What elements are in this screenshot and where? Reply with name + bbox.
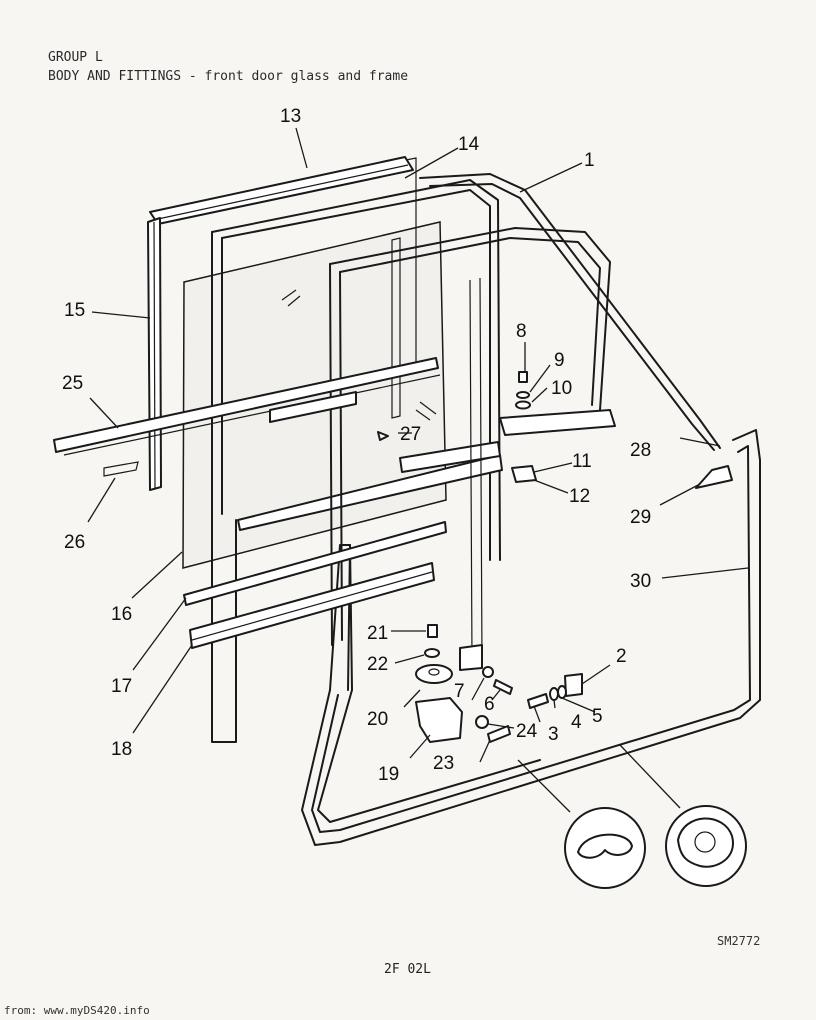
header-title: BODY AND FITTINGS - front door glass and… — [48, 69, 409, 84]
part-4-washer — [549, 687, 559, 701]
callout-3: 3 — [548, 724, 559, 745]
callout-22: 22 — [367, 654, 388, 675]
part-15-front-channel — [147, 217, 162, 491]
part-20-buffer — [415, 664, 453, 684]
callout-15: 15 — [64, 300, 85, 321]
callout-1: 1 — [584, 150, 595, 171]
callout-18: 18 — [111, 739, 132, 760]
part-21-bolt — [427, 624, 438, 638]
part-13-glass-channel — [149, 156, 414, 225]
callout-16: 16 — [111, 604, 132, 625]
part-6-bolt — [493, 679, 513, 695]
callout-30: 30 — [630, 571, 651, 592]
part-7-nut — [482, 666, 494, 678]
callout-24: 24 — [516, 721, 538, 742]
part-22-spacer — [424, 648, 440, 658]
callout-10: 10 — [551, 378, 572, 399]
callout-6: 6 — [484, 694, 495, 715]
part-2-plate — [564, 673, 583, 697]
callout-11: 11 — [572, 451, 592, 472]
callout-25: 25 — [62, 373, 83, 394]
callout-13: 13 — [280, 106, 301, 127]
part-19-bracket — [415, 697, 463, 743]
part-26-rail-end — [103, 461, 139, 477]
callout-9: 9 — [554, 350, 565, 371]
part-24-nut — [475, 715, 489, 729]
glass-reflections — [281, 289, 437, 421]
part-8-bolt — [518, 371, 528, 383]
part-27-screw — [377, 431, 389, 441]
callout-29: 29 — [630, 507, 651, 528]
part-18-lower-channel — [189, 562, 435, 649]
callout-26: 26 — [64, 532, 85, 553]
callout-4: 4 — [571, 712, 582, 733]
seal-section-detail-left — [517, 759, 646, 889]
source-watermark: from: www.myDS420.info — [4, 1004, 150, 1017]
part-3-bolt — [527, 693, 549, 709]
part-1-door-frame — [329, 173, 721, 671]
page-number: 2F 02L — [384, 962, 431, 977]
part-25-carrier-rail — [53, 357, 441, 456]
callout-17: 17 — [111, 676, 132, 697]
part-14-window-frame — [211, 157, 503, 743]
callout-28: 28 — [630, 440, 651, 461]
callout-27: 27 — [400, 424, 421, 445]
header-group: GROUP L — [48, 50, 103, 65]
callout-14: 14 — [458, 134, 480, 155]
part-17-lower-rail — [183, 521, 447, 606]
callout-12: 12 — [569, 486, 590, 507]
callout-19: 19 — [378, 764, 399, 785]
leader-lines — [87, 127, 749, 763]
callout-5: 5 — [592, 706, 603, 727]
drawing-reference: SM2772 — [717, 934, 761, 948]
part-23-bolt — [487, 725, 511, 743]
callout-7: 7 — [454, 681, 465, 702]
part-5-washer — [557, 685, 567, 699]
part-29-pad — [695, 465, 733, 489]
part-10-washer — [515, 400, 531, 410]
callout-20: 20 — [367, 709, 388, 730]
callout-21: 21 — [367, 623, 388, 644]
part-9-washer — [516, 391, 530, 399]
part-30-door-seal — [301, 429, 761, 846]
seal-section-detail-right — [619, 744, 747, 887]
callout-23: 23 — [433, 753, 454, 774]
callout-8: 8 — [516, 321, 527, 342]
part-11-clip — [511, 465, 537, 483]
callout-2: 2 — [616, 646, 627, 667]
